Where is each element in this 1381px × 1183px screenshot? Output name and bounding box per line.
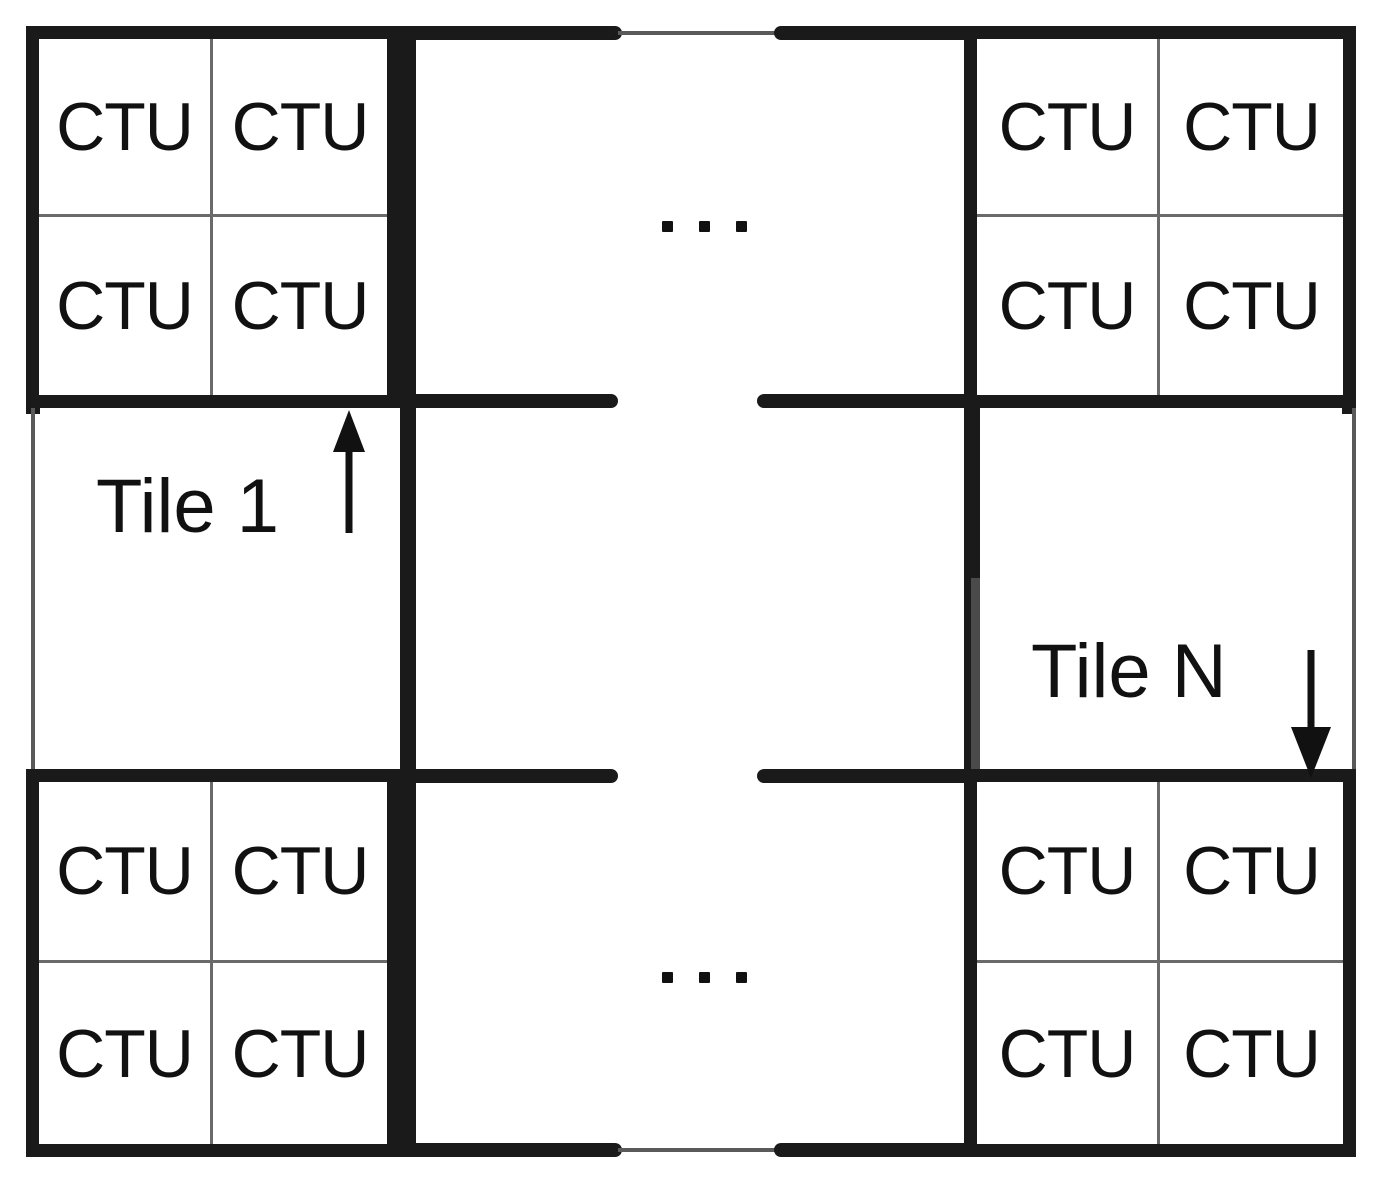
ctu-block-top-left: CTU CTU CTU CTU	[26, 26, 400, 408]
ctu-block-bottom-left: CTU CTU CTU CTU	[26, 769, 400, 1157]
ellipsis-dot	[699, 972, 710, 983]
ctu-block-top-right: CTU CTU CTU CTU	[964, 26, 1356, 408]
ctu-cell: CTU	[213, 39, 387, 217]
ctu-cell: CTU	[213, 217, 387, 395]
ctu-label: CTU	[56, 833, 194, 909]
ctu-label: CTU	[231, 88, 370, 165]
outer-border-left-middle-segment	[31, 406, 35, 784]
ctu-label: CTU	[998, 268, 1137, 344]
ctu-cell: CTU	[977, 963, 1160, 1144]
ctu-label: CTU	[1183, 833, 1321, 909]
ctu-label: CTU	[998, 1015, 1137, 1092]
ctu-block-bottom-right: CTU CTU CTU CTU	[964, 769, 1356, 1157]
ctu-cell: CTU	[1160, 782, 1343, 963]
outer-border-right-middle-segment	[1352, 406, 1356, 784]
ctu-label: CTU	[56, 1015, 194, 1092]
bottom-ellipsis	[662, 972, 747, 983]
ctu-label: CTU	[56, 268, 194, 344]
ctu-label: CTU	[56, 88, 194, 165]
outer-border-bottom-gap-segment	[618, 1148, 778, 1152]
ctu-cell: CTU	[213, 963, 387, 1144]
ctu-label: CTU	[231, 833, 370, 909]
ctu-cell: CTU	[977, 217, 1160, 395]
ellipsis-dot	[662, 221, 673, 232]
outer-border-top-gap-segment	[618, 31, 778, 35]
tile-divider-vertical-left	[400, 26, 416, 1157]
ctu-cell: CTU	[39, 217, 213, 395]
ctu-cell: CTU	[977, 782, 1160, 963]
ellipsis-dot	[736, 221, 747, 232]
ctu-label: CTU	[998, 833, 1137, 909]
ctu-cell: CTU	[39, 39, 213, 217]
ctu-cell: CTU	[39, 782, 213, 963]
ctu-label: CTU	[1183, 88, 1321, 165]
ellipsis-dot	[699, 221, 710, 232]
ctu-cell: CTU	[1160, 963, 1343, 1144]
ctu-cell: CTU	[213, 782, 387, 963]
tile-n-arrow-down-icon	[1291, 650, 1331, 778]
ctu-label: CTU	[998, 88, 1137, 165]
tile-divider-vertical-right-notch	[971, 578, 980, 778]
ctu-label: CTU	[1183, 268, 1321, 344]
ctu-cell: CTU	[1160, 39, 1343, 217]
ctu-cell: CTU	[977, 39, 1160, 217]
ellipsis-dot	[662, 972, 673, 983]
tile-1-label: Tile 1	[96, 464, 280, 549]
ellipsis-dot	[736, 972, 747, 983]
ctu-label: CTU	[231, 268, 370, 344]
tile-n-label: Tile N	[1031, 629, 1227, 714]
ctu-label: CTU	[1183, 1015, 1321, 1092]
ctu-cell: CTU	[39, 963, 213, 1144]
ctu-cell: CTU	[1160, 217, 1343, 395]
top-ellipsis	[662, 221, 747, 232]
ctu-label: CTU	[231, 1015, 370, 1092]
tile-1-arrow-up-icon	[333, 410, 365, 533]
